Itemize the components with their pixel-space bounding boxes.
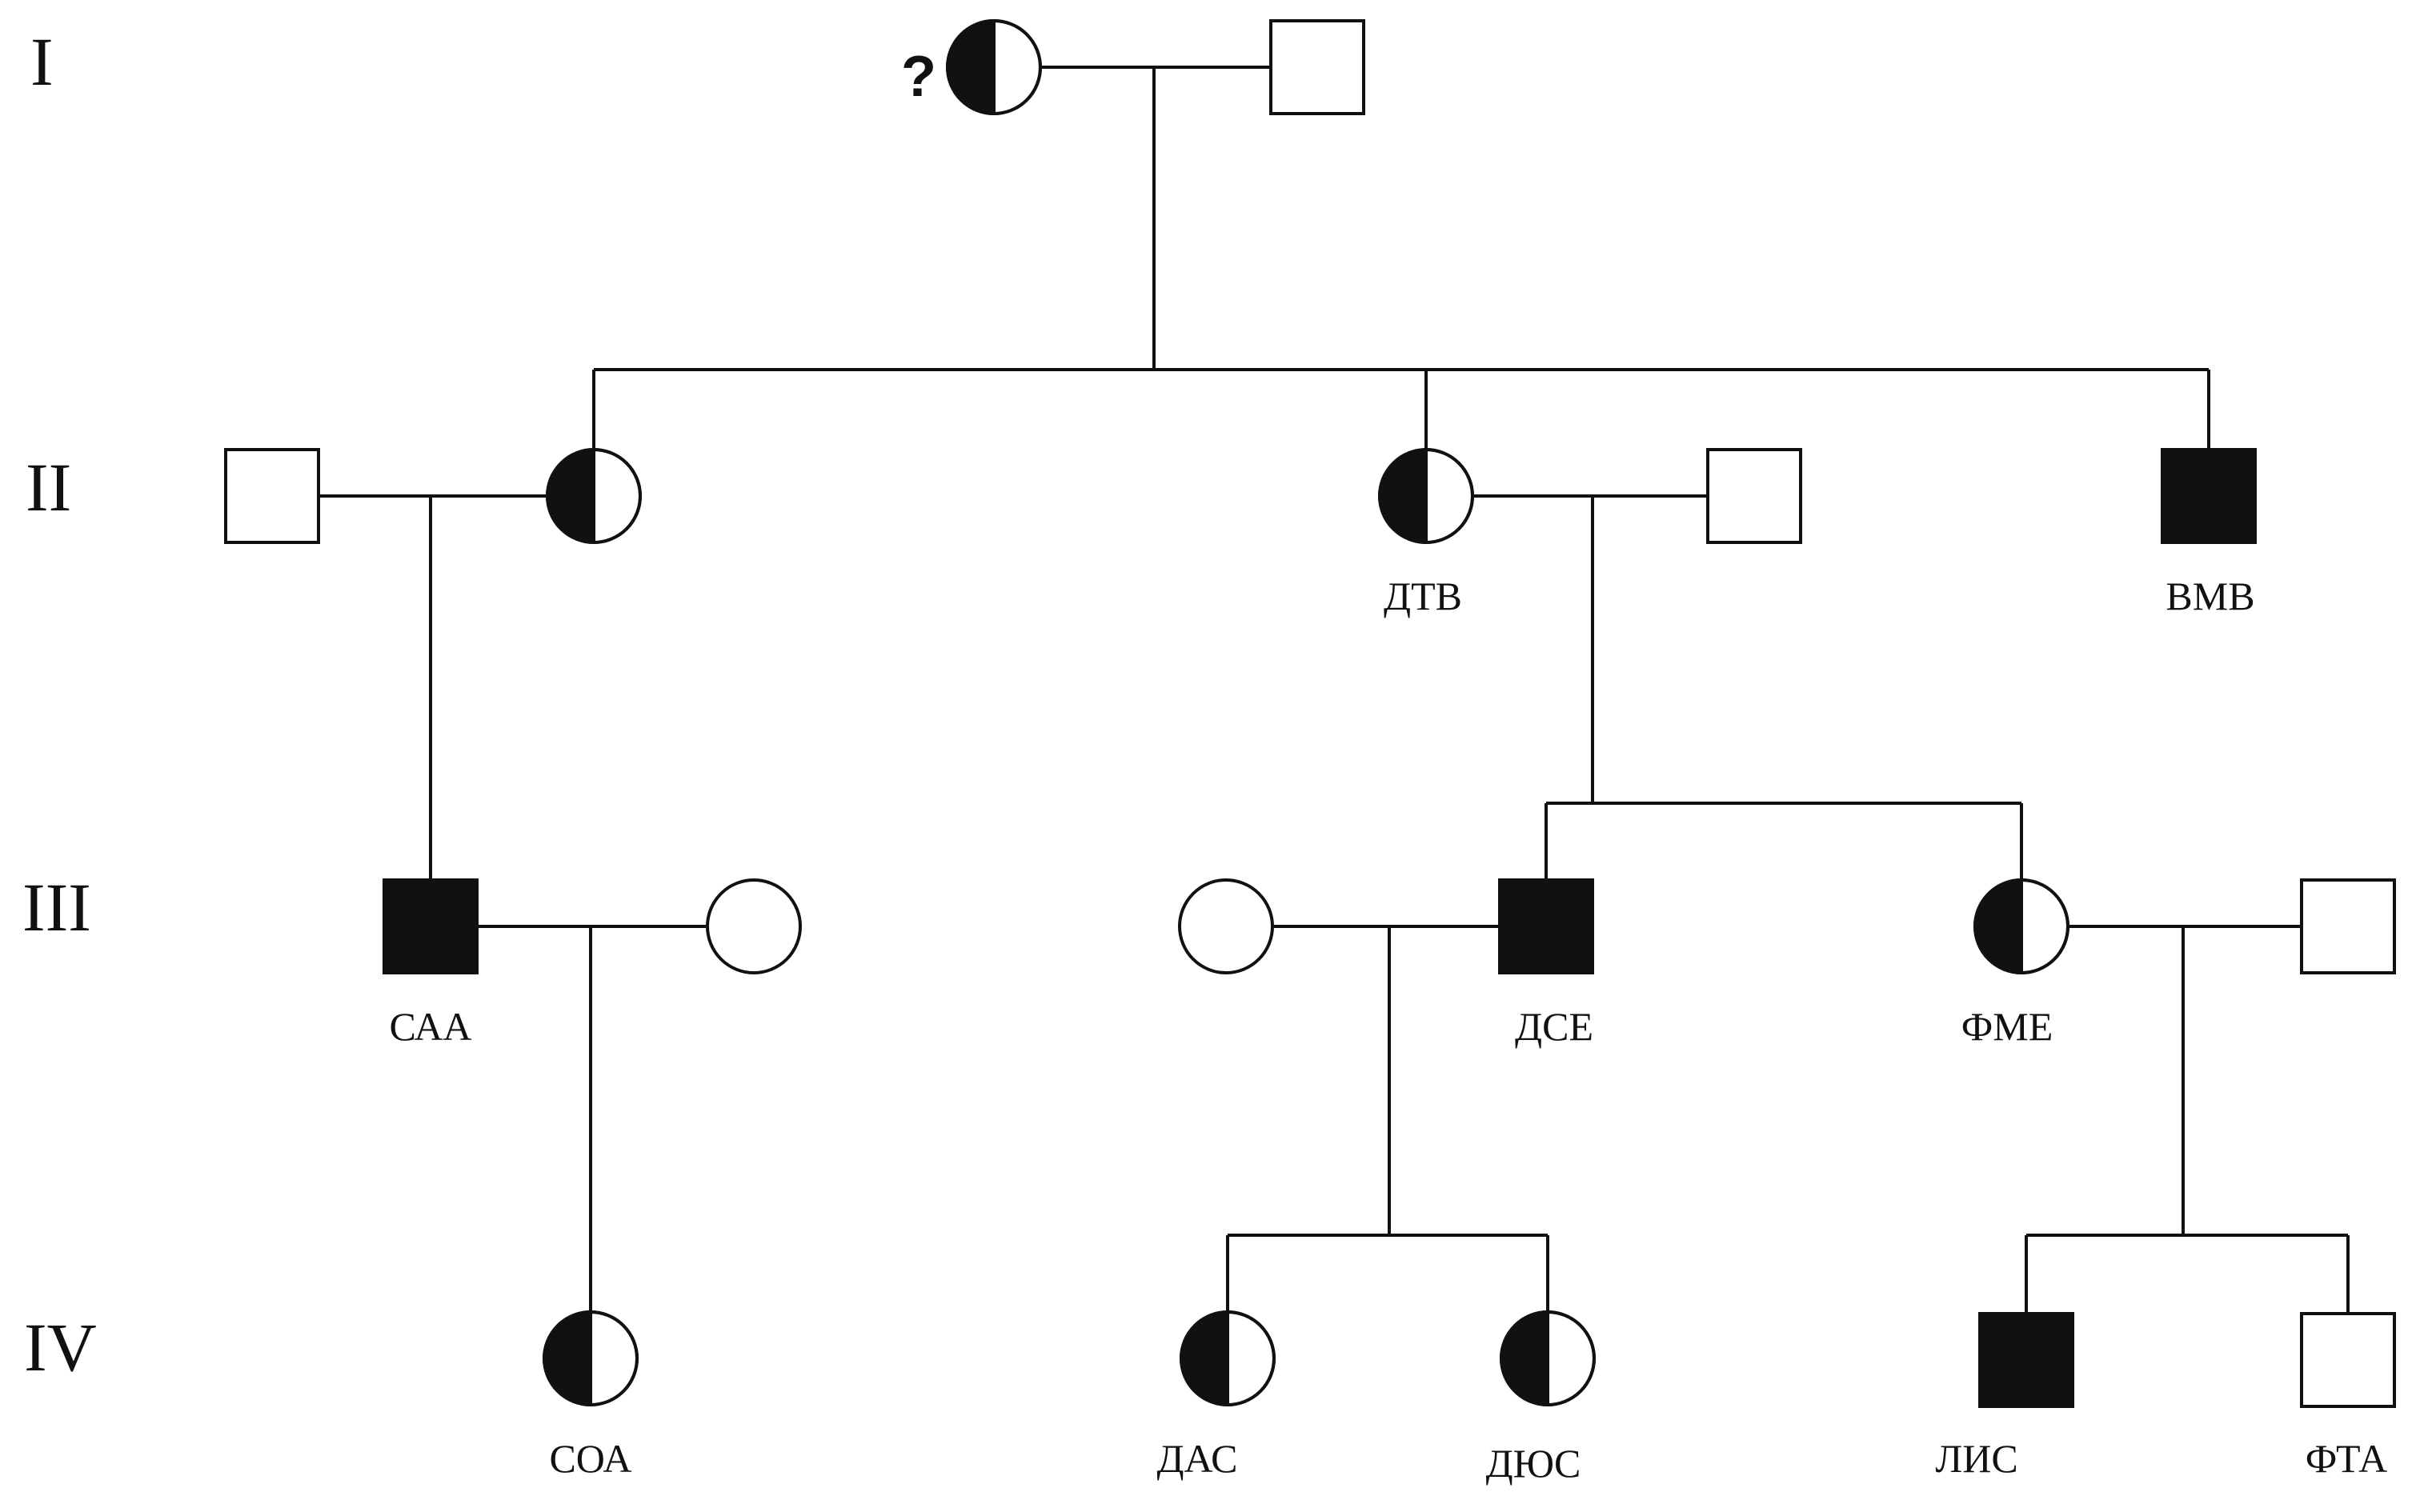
male-square-symbol	[1978, 1312, 2074, 1408]
male-square-symbol	[2161, 448, 2257, 544]
label-III-4: ДСЕ	[1515, 1004, 1593, 1049]
carrier-half-fill	[1975, 880, 2021, 973]
individual-I-1-female-carrier	[946, 19, 1042, 115]
individual-II-3-female-carrier	[1378, 448, 1474, 544]
label-II-3: ДТВ	[1384, 574, 1462, 618]
individual-IV-1-female-carrier	[543, 1310, 639, 1406]
male-square-symbol	[2300, 1312, 2396, 1408]
individual-III-4-male-affected	[1498, 878, 1594, 974]
generation-label-4: IV	[24, 1309, 97, 1386]
label-IV-3: ДЮС	[1486, 1441, 1581, 1486]
label-IV-2: ДАС	[1156, 1436, 1237, 1481]
unknown-status-mark: ?	[901, 45, 936, 109]
individual-I-2-male-unaffected	[1269, 19, 1365, 115]
label-IV-5: ФТА	[2306, 1436, 2387, 1481]
male-square-symbol	[1269, 19, 1365, 115]
carrier-half-fill	[544, 1312, 591, 1405]
female-circle-symbol	[706, 878, 802, 974]
carrier-half-fill	[547, 450, 594, 542]
individual-III-1-male-affected	[383, 878, 479, 974]
carrier-half-fill	[1181, 1312, 1228, 1405]
generation-label-3: III	[22, 869, 91, 946]
label-III-1: САА	[389, 1004, 471, 1049]
individual-II-4-male-unaffected	[1706, 448, 1802, 544]
individual-II-1-male-unaffected	[224, 448, 320, 544]
label-II-5: ВМВ	[2166, 574, 2254, 618]
individual-III-6-male-unaffected	[2300, 878, 2396, 974]
individual-III-5-female-carrier	[1973, 878, 2069, 974]
individual-IV-5-male-unaffected	[2300, 1312, 2396, 1408]
male-square-symbol	[224, 448, 320, 544]
individual-III-3-female-unaffected	[1178, 878, 1274, 974]
individuals-group	[224, 19, 2396, 1408]
individual-IV-2-female-carrier	[1180, 1310, 1276, 1406]
male-square-symbol	[1498, 878, 1594, 974]
individual-II-5-male-affected	[2161, 448, 2257, 544]
label-IV-4: ЛИС	[1935, 1436, 2017, 1481]
carrier-half-fill	[1380, 450, 1426, 542]
individual-III-2-female-unaffected	[706, 878, 802, 974]
generation-label-2: II	[26, 449, 71, 526]
individual-IV-4-male-affected	[1978, 1312, 2074, 1408]
female-circle-symbol	[1178, 878, 1274, 974]
carrier-half-fill	[1501, 1312, 1548, 1405]
male-square-symbol	[2300, 878, 2396, 974]
connection-lines	[320, 66, 2350, 1312]
generation-label-1: I	[30, 23, 54, 100]
individual-IV-3-female-carrier	[1500, 1310, 1596, 1406]
individual-II-2-female-carrier	[546, 448, 642, 544]
label-IV-1: СОА	[549, 1436, 631, 1481]
label-III-5: ФМЕ	[1961, 1004, 2053, 1049]
carrier-half-fill	[948, 21, 994, 114]
male-square-symbol	[383, 878, 479, 974]
male-square-symbol	[1706, 448, 1802, 544]
